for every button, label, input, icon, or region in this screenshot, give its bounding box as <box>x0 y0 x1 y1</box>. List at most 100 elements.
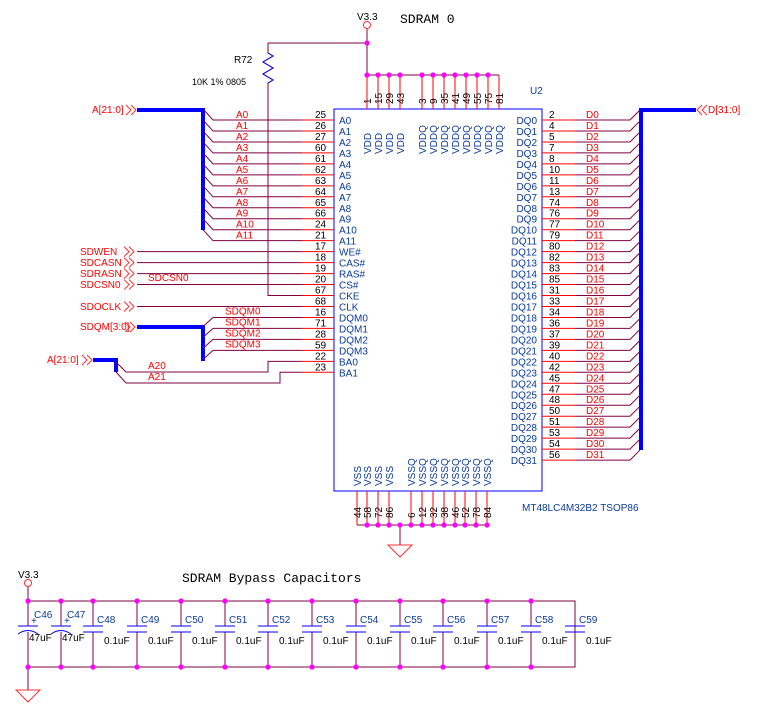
pin-name: VSS <box>363 466 374 486</box>
data-wire <box>575 153 641 165</box>
pin-name: VDDQ <box>418 125 429 154</box>
junction-dot <box>265 664 271 670</box>
pin-number: 62 <box>315 165 327 176</box>
pin-name: CAS# <box>339 259 366 270</box>
pin-number: 75 <box>484 92 495 104</box>
pin-number: 68 <box>315 296 327 307</box>
pin-number: 41 <box>451 92 462 104</box>
pin-name: A8 <box>339 204 352 215</box>
pin-number: 25 <box>315 110 327 121</box>
junction-dot <box>463 72 469 78</box>
net-label: D11 <box>586 231 604 242</box>
junction-dot <box>25 598 31 604</box>
pin-number: 16 <box>315 307 327 318</box>
net-label: SDQM2 <box>225 328 261 339</box>
junction-dot <box>484 664 490 670</box>
power-port-icon <box>363 21 371 29</box>
junction-dot <box>430 522 436 528</box>
junction-dot <box>222 598 228 604</box>
junction-dot <box>353 664 359 670</box>
ground-icon <box>14 689 42 703</box>
capacitor-icon <box>302 625 322 633</box>
junction-dot <box>386 72 392 78</box>
pin-number: 11 <box>549 176 560 187</box>
capacitor-icon <box>477 625 497 633</box>
junction-dot <box>430 72 436 78</box>
pin-number: 86 <box>385 506 396 518</box>
data-wire <box>575 372 641 384</box>
net-label: D24 <box>586 373 605 384</box>
net-label: D7 <box>586 187 599 198</box>
pin-name: CKE <box>339 292 360 303</box>
cap-ref: C59 <box>579 615 598 626</box>
junction-dot <box>397 522 403 528</box>
pin-number: 65 <box>315 198 327 209</box>
cap-value: 0.1uF <box>411 636 437 647</box>
port-sdwen: SDWEN <box>80 247 117 258</box>
pin-name: DQ20 <box>511 335 538 346</box>
pin-name: DQ3 <box>516 149 537 160</box>
data-wire <box>575 109 641 121</box>
capacitor-icon <box>565 625 585 633</box>
port-sdcsn0: SDCSN0 <box>80 280 121 291</box>
capacitor-icon <box>215 625 235 633</box>
pin-name: DQ10 <box>511 226 538 237</box>
data-wire <box>575 296 641 307</box>
net-label: D23 <box>586 362 605 373</box>
pin-number: 10 <box>549 165 561 176</box>
net-label: A3 <box>236 143 249 154</box>
junction-dot <box>265 598 271 604</box>
net-label: D31 <box>586 450 605 461</box>
pin-number: 32 <box>429 506 440 518</box>
cap-value: 0.1uF <box>498 636 524 647</box>
port-arrow-icon <box>123 279 135 290</box>
net-label-sdcsn0: SDCSN0 <box>148 273 189 284</box>
junction-dot <box>419 522 425 528</box>
pin-number: 47 <box>549 384 561 395</box>
pin-number: 71 <box>315 318 327 329</box>
net-label: D20 <box>586 329 605 340</box>
pin-number: 20 <box>315 275 327 286</box>
address-wire <box>202 119 302 132</box>
pin-number: 27 <box>315 132 327 143</box>
junction-dot <box>353 598 359 604</box>
pin-name: VDDQ <box>440 125 451 154</box>
pin-number: 8 <box>549 154 555 165</box>
data-wire <box>575 307 641 318</box>
pin-number: 42 <box>549 362 561 373</box>
dqm-bus <box>137 325 205 361</box>
power-label-top: V3.3 <box>357 12 378 23</box>
pin-name: VSS <box>353 466 364 486</box>
junction-dot <box>90 598 96 604</box>
pin-number: 64 <box>315 187 327 198</box>
net-label: A10 <box>236 220 254 231</box>
power-label-caps: V3.3 <box>18 570 39 581</box>
address-wire <box>202 141 302 154</box>
net-label: A4 <box>236 154 249 165</box>
pin-number: 49 <box>462 92 473 104</box>
address-wire <box>202 229 302 242</box>
junction-dot <box>485 72 491 78</box>
junction-dot <box>528 598 534 604</box>
pin-name: A11 <box>339 237 356 248</box>
pin-name: DQ27 <box>511 412 538 423</box>
pin-number: 46 <box>451 506 462 518</box>
data-wire <box>575 285 641 297</box>
pin-name: A10 <box>339 226 357 237</box>
bypass-title: SDRAM Bypass Capacitors <box>182 571 361 586</box>
net-label: D25 <box>586 384 605 395</box>
pin-number: 18 <box>315 253 327 264</box>
pin-name: DQ11 <box>512 237 538 248</box>
resistor-value: 10K 1% 0805 <box>192 77 246 87</box>
cap-ref: C57 <box>491 615 510 626</box>
net-label: D9 <box>586 209 599 220</box>
junction-dot <box>528 664 534 670</box>
data-wire <box>575 350 641 362</box>
net-label: D5 <box>586 165 599 176</box>
pin-name: DQ8 <box>516 204 537 215</box>
data-wire <box>575 394 641 406</box>
dqm-wire <box>202 327 302 338</box>
data-wire <box>575 142 641 154</box>
junction-dot <box>375 522 381 528</box>
